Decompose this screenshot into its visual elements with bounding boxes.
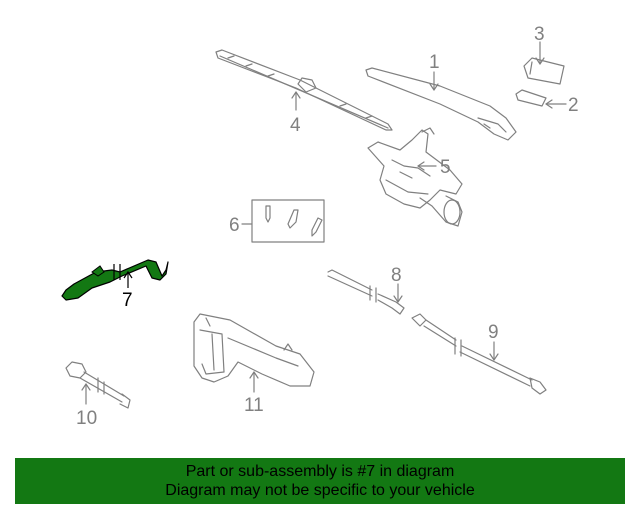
part-7-highlighted[interactable] xyxy=(61,259,169,301)
part-6-screws[interactable] xyxy=(251,199,325,243)
part-3-cover[interactable] xyxy=(523,57,565,85)
callout-labels: 1 2 3 4 5 6 7 8 9 10 11 xyxy=(76,24,579,429)
callout-9: 9 xyxy=(488,322,499,343)
part-10-nozzle[interactable] xyxy=(65,361,131,409)
vehicle-notice-banner: Part or sub-assembly is #7 in diagram Di… xyxy=(15,458,625,504)
part-9-hose[interactable] xyxy=(411,313,547,395)
callout-5: 5 xyxy=(440,157,451,178)
callout-10: 10 xyxy=(76,408,97,429)
callout-1: 1 xyxy=(429,52,440,73)
part-1-wiper-arm[interactable] xyxy=(365,67,517,141)
callout-7: 7 xyxy=(122,290,133,311)
part-8-hose[interactable] xyxy=(327,269,405,315)
part-11-reservoir[interactable] xyxy=(193,313,315,387)
callout-11: 11 xyxy=(244,395,264,416)
callout-3: 3 xyxy=(534,24,545,45)
banner-line-part: Part or sub-assembly is #7 in diagram xyxy=(185,463,455,480)
part-4-wiper-blade[interactable] xyxy=(215,49,393,131)
banner-line-disclaimer: Diagram may not be specific to your vehi… xyxy=(165,482,475,499)
part-5-wiper-motor[interactable] xyxy=(367,127,463,227)
callout-8: 8 xyxy=(391,265,402,286)
callout-6: 6 xyxy=(229,215,240,236)
callout-2: 2 xyxy=(568,95,579,116)
part-2-cap[interactable] xyxy=(515,89,547,107)
callout-4: 4 xyxy=(290,115,301,136)
leader-lines xyxy=(81,41,567,405)
